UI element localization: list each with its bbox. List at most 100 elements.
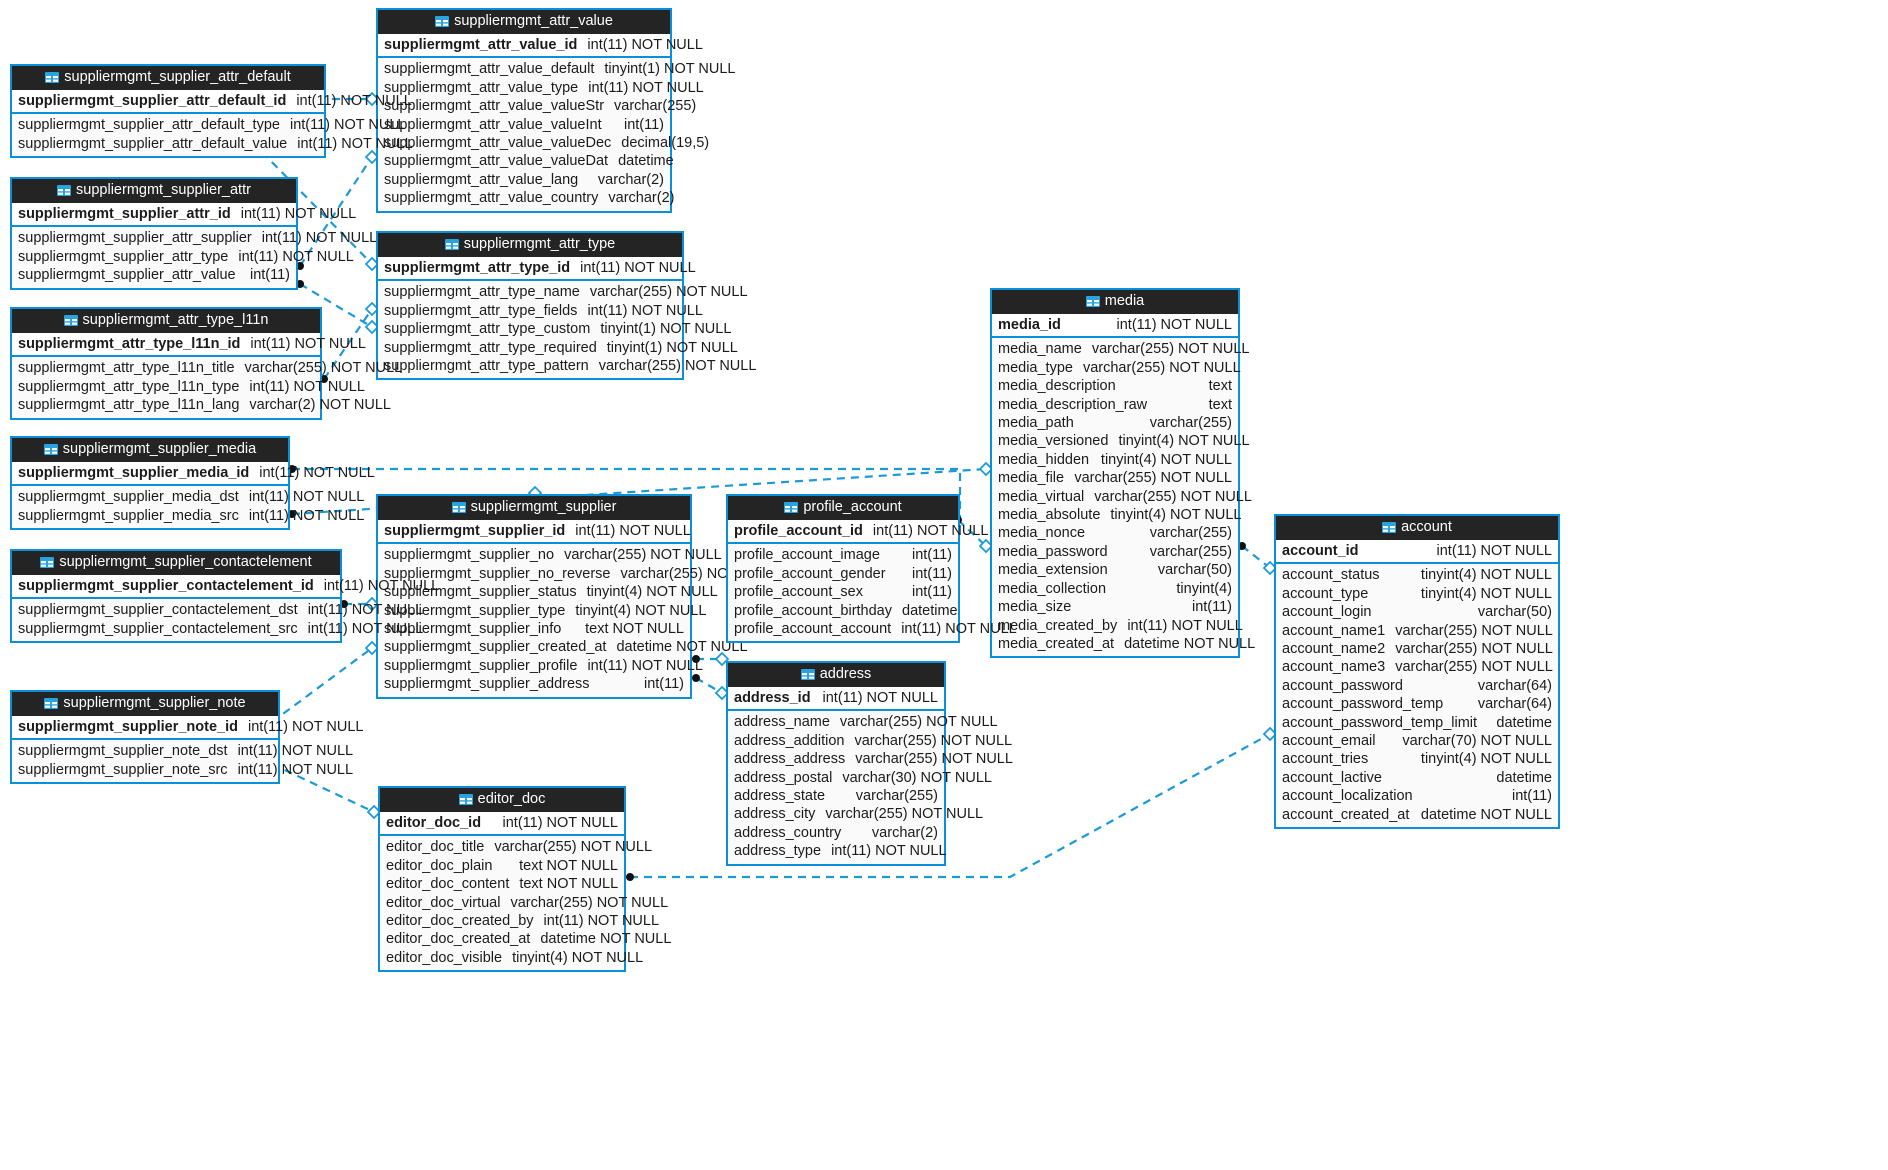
column-name: suppliermgmt_attr_type_fields	[384, 302, 578, 319]
column-name: account_name3	[1282, 659, 1386, 676]
column-name: media_created_at	[998, 635, 1115, 652]
column-type: varchar(255)	[1149, 415, 1232, 432]
column-type: int(11) NOT NULL	[247, 719, 364, 735]
column-type: varchar(255) NOT NULL	[855, 751, 1013, 768]
column-name: media_type	[998, 359, 1073, 376]
table-header: suppliermgmt_attr_type_l11n	[12, 309, 320, 333]
column-type: varchar(255) NOT NULL	[839, 714, 998, 731]
column-type: int(11) NOT NULL	[289, 117, 406, 134]
column-name: suppliermgmt_supplier_note_src	[18, 761, 228, 778]
column-row: address_address varchar(255) NOT NULL	[728, 750, 1013, 768]
column-name: account_created_at	[1282, 806, 1410, 823]
column-name: suppliermgmt_supplier_attr_supplier	[18, 230, 252, 247]
column-name: account_password_temp_limit	[1282, 714, 1478, 731]
table-name: address	[819, 666, 872, 682]
column-type: varchar(255) NOT NULL	[1395, 622, 1553, 639]
column-type: tinyint(4) NOT NULL	[512, 949, 644, 966]
column-type: int(11)	[1511, 788, 1552, 805]
column-type: varchar(255) NOT NULL	[854, 732, 1013, 749]
entity-table[interactable]: profile_account profile_account_id int(11)…	[726, 494, 1017, 644]
column-name: suppliermgmt_supplier_contactelement_id	[18, 578, 314, 594]
column-type: int(11)	[911, 565, 952, 582]
column-name: suppliermgmt_attr_value_country	[384, 190, 599, 207]
column-type: int(11) NOT NULL	[261, 230, 378, 247]
column-type: varchar(2) NOT NULL	[249, 397, 391, 414]
column-type: int(11) NOT NULL	[502, 815, 619, 831]
table-name: suppliermgmt_supplier_attr_default	[64, 69, 291, 85]
column-name: address_address	[734, 751, 846, 768]
column-type: int(11) NOT NULL	[323, 578, 440, 594]
table-icon	[1085, 293, 1100, 314]
entity-table[interactable]: suppliermgmt_supplier_note suppliermgmt_s…	[10, 690, 363, 785]
table-icon	[451, 499, 466, 520]
column-name: address_name	[734, 714, 830, 731]
table-header: profile_account	[728, 496, 958, 520]
column-name: address_type	[734, 843, 822, 860]
column-type: int(11)	[911, 547, 952, 564]
column-name: profile_account_id	[734, 523, 863, 539]
column-name: account_localization	[1282, 788, 1413, 805]
column-name: account_name2	[1282, 641, 1386, 658]
table-name: suppliermgmt_supplier_note	[63, 695, 246, 711]
column-name: media_password	[998, 543, 1108, 560]
column-name: suppliermgmt_supplier_info	[384, 621, 562, 638]
column-name: suppliermgmt_attr_type_l11n_title	[18, 360, 235, 377]
column-name: media_extension	[998, 562, 1108, 579]
entity-table[interactable]: suppliermgmt_attr_value suppliermgmt_attr…	[376, 8, 735, 213]
relation-line	[695, 677, 723, 694]
column-type: varchar(255)	[614, 98, 697, 115]
column-name: media_file	[998, 470, 1065, 487]
column-name: media_versioned	[998, 433, 1109, 450]
column-type: int(11) NOT NULL	[580, 260, 696, 276]
column-name: media_created_by	[998, 617, 1118, 634]
relation-endpoint-dot	[626, 873, 634, 881]
column-name: suppliermgmt_supplier_type	[384, 602, 566, 619]
column-type: int(11) NOT NULL	[901, 621, 1017, 638]
column-type: datetime NOT NULL	[1124, 635, 1256, 652]
column-name: suppliermgmt_attr_type_pattern	[384, 358, 589, 375]
column-type: datetime NOT NULL	[616, 639, 748, 656]
table-header: suppliermgmt_attr_value	[378, 10, 670, 34]
column-name: suppliermgmt_attr_type_l11n_lang	[18, 397, 240, 414]
table-header: suppliermgmt_supplier_attr_default	[12, 66, 324, 90]
column-type: int(11) NOT NULL	[1127, 617, 1243, 634]
column-type: int(11)	[1191, 599, 1232, 616]
